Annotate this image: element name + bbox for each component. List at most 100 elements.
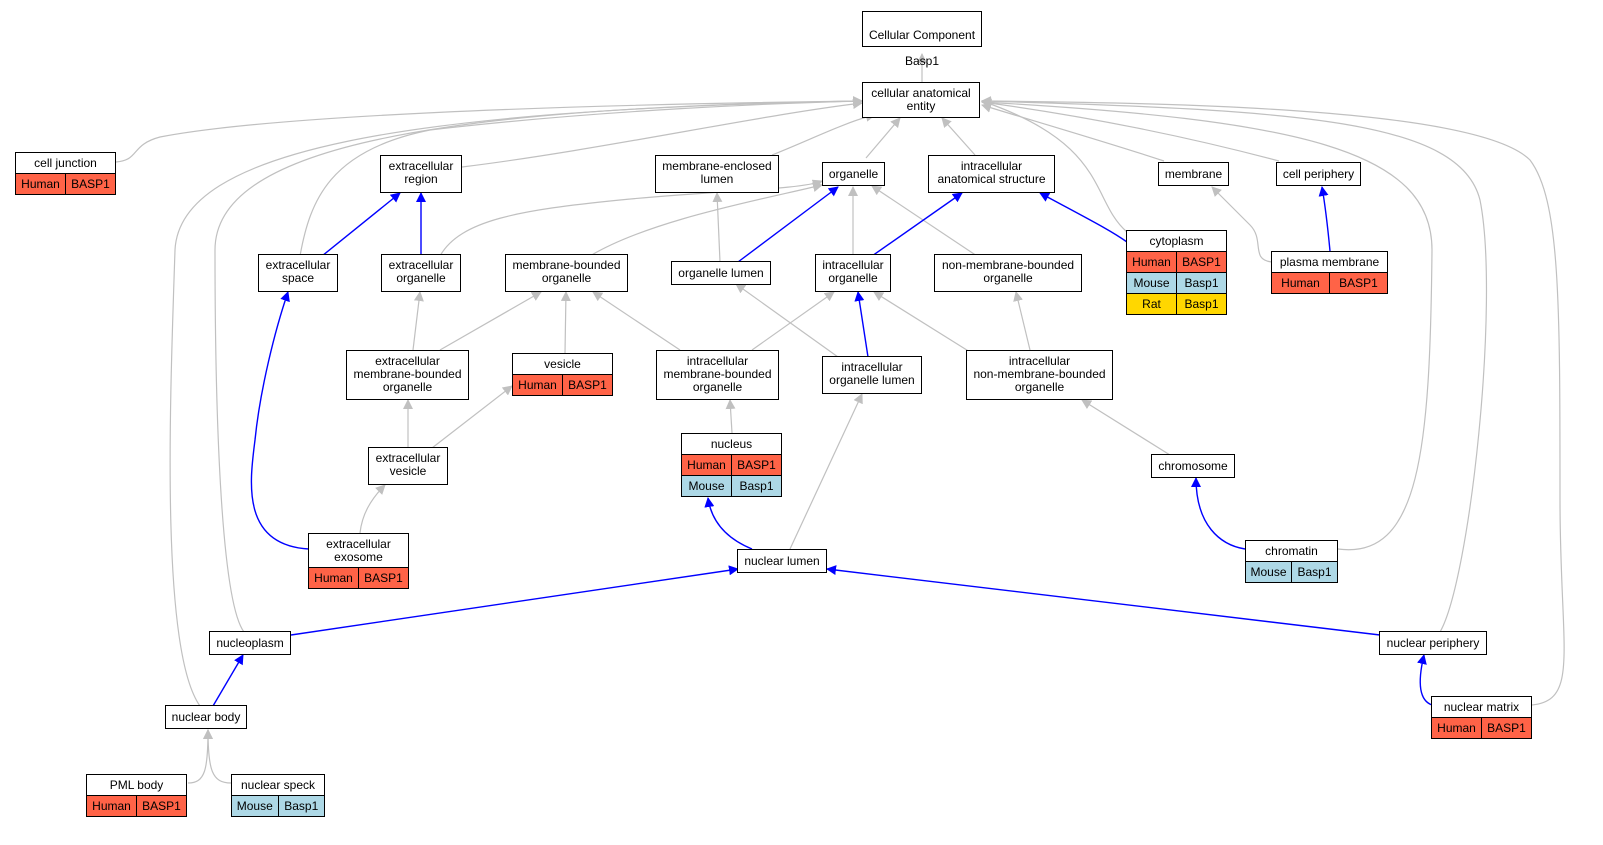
node-membrane-enclosed-lumen[interactable]: membrane-enclosed lumen [655,155,779,193]
node-cellular-anatomical-entity[interactable]: cellular anatomical entity [862,82,980,118]
edge-chromatin-to-chromosome [1191,477,1246,550]
gene-symbol: BASP1 [1176,252,1226,272]
species-human: Human [16,174,65,194]
edge-exosome-to-evesicle [359,484,386,534]
edge-nuclearmatrix-to-cae [981,96,1565,706]
species-human: Human [1432,718,1481,738]
edge-embo-to-mbo [439,291,542,351]
edge-pmlbody-to-nuclearbody [187,729,213,784]
node-membrane[interactable]: membrane [1158,162,1229,186]
edge-chromatin-to-cae [981,97,1433,551]
gene-symbol: BASP1 [1329,273,1387,293]
edge-nmbo-to-organelle [871,185,978,257]
node-vesicle[interactable]: vesicle Human BASP1 [512,353,613,396]
species-human: Human [682,455,731,475]
node-nuclear-body[interactable]: nuclear body [165,705,247,729]
edge-extracellularorganelle-to-organelle [439,179,823,257]
annotation-row: Human BASP1 [1432,717,1531,738]
root-gene: Basp1 [904,54,940,68]
node-nucleoplasm[interactable]: nucleoplasm [209,631,291,655]
node-extracellular-exosome[interactable]: extracellular exosome Human BASP1 [308,533,409,589]
node-plasma-membrane[interactable]: plasma membrane Human BASP1 [1271,251,1388,294]
node-label: extracellular membrane-bounded organelle [353,354,462,394]
node-non-membrane-bounded-organelle[interactable]: non-membrane-bounded organelle [934,254,1082,292]
node-extracellular-space[interactable]: extracellular space [258,254,338,292]
node-intracellular-organelle-lumen[interactable]: intracellular organelle lumen [822,356,922,394]
edge-vesicle-to-mbo [560,291,571,354]
edge-evesicle-to-vesicle [431,385,513,449]
gene-symbol: Basp1 [731,476,781,496]
edge-extracellularspace-to-region [321,192,401,257]
species-human: Human [513,375,562,395]
gene-symbol: BASP1 [358,568,408,588]
node-intracellular-membrane-bounded-organelle[interactable]: intracellular membrane-bounded organelle [656,350,779,400]
node-organelle[interactable]: organelle [822,162,885,186]
edge-nucleoplasm-to-cae [214,96,863,633]
node-label: cell junction [34,156,97,170]
annotation-row: Rat Basp1 [1127,293,1226,314]
species-mouse: Mouse [1246,562,1291,582]
node-cell-periphery[interactable]: cell periphery [1276,162,1361,186]
node-cytoplasm[interactable]: cytoplasm Human BASP1 Mouse Basp1 Rat Ba… [1126,230,1227,315]
node-nuclear-matrix[interactable]: nuclear matrix Human BASP1 [1431,696,1532,739]
edge-embo-to-extracellularorganelle [412,291,424,351]
node-label: membrane-enclosed lumen [662,159,772,186]
species-mouse: Mouse [232,796,278,816]
gene-symbol: Basp1 [1291,562,1337,582]
edge-inmbo-to-intracellularorganelle [873,291,971,353]
species-human: Human [1272,273,1329,293]
annotation-row: Human BASP1 [309,567,408,588]
node-membrane-bounded-organelle[interactable]: membrane-bounded organelle [505,254,628,292]
node-extracellular-membrane-bounded-organelle[interactable]: extracellular membrane-bounded organelle [346,350,469,400]
node-label: plasma membrane [1279,255,1380,269]
node-label: organelle [828,166,879,181]
edge-nuclearmatrix-to-periphery [1417,654,1433,706]
node-label: vesicle [544,357,581,371]
node-organelle-lumen[interactable]: organelle lumen [671,261,771,285]
node-extracellular-organelle[interactable]: extracellular organelle [381,254,461,292]
edge-imbo-to-mbo [592,291,681,351]
gene-symbol: BASP1 [562,375,612,395]
node-nucleus[interactable]: nucleus Human BASP1 Mouse Basp1 [681,433,782,497]
node-extracellular-vesicle[interactable]: extracellular vesicle [368,447,448,485]
node-label: organelle lumen [678,265,764,280]
annotation-row: Human BASP1 [16,173,115,194]
node-label: extracellular vesicle [375,451,441,478]
node-label: membrane [1164,166,1223,181]
gene-symbol: BASP1 [136,796,186,816]
edge-iol-to-intracellularorganelle [854,291,869,358]
node-label: nuclear periphery [1386,635,1480,650]
edge-chromosome-to-inmbo [1081,399,1171,456]
node-intracellular-non-membrane-bounded-organelle[interactable]: intracellular non-membrane-bounded organ… [966,350,1113,400]
node-chromosome[interactable]: chromosome [1151,454,1235,478]
node-label: nucleus [710,437,753,451]
edge-extracellularspace-to-cae [299,96,863,257]
node-cellular-component-basp1[interactable]: Cellular Component Basp1 [862,11,982,68]
edge-imbo-to-intracellularorganelle [751,291,835,351]
edge-cytoplasm-to-structure [1039,192,1128,243]
edge-intracellularorganelle-to-structure [871,192,963,257]
node-label: extracellular exosome [326,537,391,564]
edge-nuclearperiphery-to-nuclearlumen [826,565,1381,636]
node-chromatin[interactable]: chromatin Mouse Basp1 [1245,540,1338,583]
node-label: membrane-bounded organelle [512,258,621,285]
gene-symbol: BASP1 [731,455,781,475]
edge-plasmamembrane-to-periphery [1318,186,1331,252]
edge-nuclearlumen-to-iol [789,393,863,550]
node-cell-junction[interactable]: cell junction Human BASP1 [15,152,116,195]
species-mouse: Mouse [1127,273,1176,293]
edge-nuclearlumen-to-nucleus [704,497,753,550]
edge-organellelumen-to-melumen [712,192,723,263]
node-intracellular-anatomical-structure[interactable]: intracellular anatomical structure [928,155,1055,193]
node-extracellular-region[interactable]: extracellular region [380,155,462,193]
edge-cellperiphery-to-cae [981,98,1280,162]
node-label: extracellular organelle [388,258,454,285]
edge-organelle-to-cae [865,117,901,159]
node-nuclear-lumen[interactable]: nuclear lumen [737,549,827,573]
node-intracellular-organelle[interactable]: intracellular organelle [815,254,891,292]
node-label: nuclear speck [240,778,316,792]
node-nuclear-speck[interactable]: nuclear speck Mouse Basp1 [231,774,325,817]
node-pml-body[interactable]: PML body Human BASP1 [86,774,187,817]
node-nuclear-periphery[interactable]: nuclear periphery [1379,631,1487,655]
